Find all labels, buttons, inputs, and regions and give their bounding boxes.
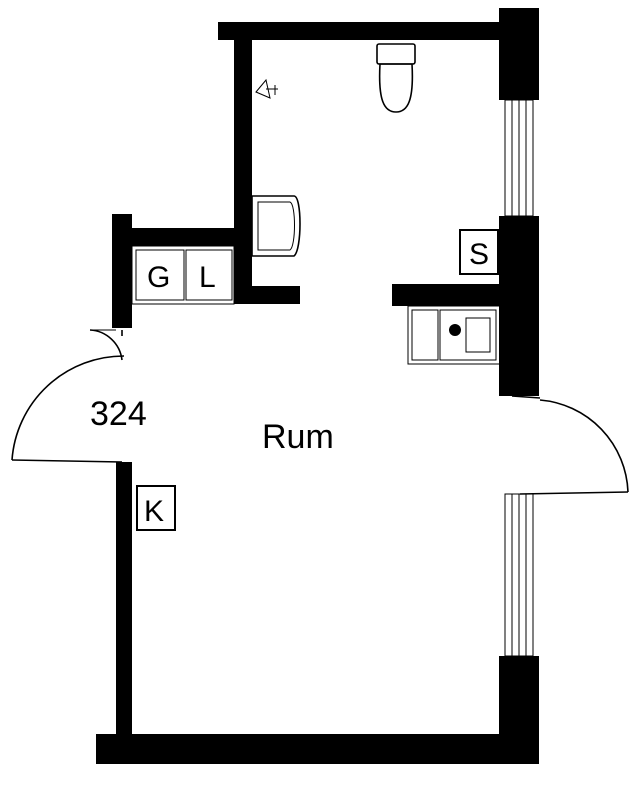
wall-closet-left bbox=[112, 214, 132, 328]
closet-l-label: L bbox=[199, 261, 216, 294]
room-name: Rum bbox=[262, 418, 334, 456]
s-cabinet: S bbox=[459, 229, 499, 275]
wall-bathroom-left bbox=[234, 22, 252, 304]
k-cabinet: K bbox=[136, 485, 176, 531]
sink-icon bbox=[407, 305, 501, 365]
wall-top bbox=[218, 22, 508, 40]
wall-bottom-right-corner bbox=[499, 656, 539, 764]
wall-bathroom-stub bbox=[234, 286, 300, 304]
toilet-icon bbox=[376, 43, 416, 113]
wall-bottom bbox=[96, 734, 506, 764]
window-lower bbox=[504, 493, 534, 657]
walls bbox=[96, 8, 539, 764]
door-left bbox=[11, 329, 125, 463]
window-upper bbox=[504, 99, 534, 217]
wall-kitchenette bbox=[392, 284, 507, 306]
wall-closet-top bbox=[112, 228, 242, 246]
s-label: S bbox=[469, 238, 489, 271]
wall-top-right-corner bbox=[499, 8, 539, 100]
shower-icon bbox=[255, 78, 278, 99]
closet-g-label: G bbox=[147, 261, 170, 294]
wall-left-lower bbox=[116, 462, 132, 752]
washbasin-icon bbox=[251, 195, 301, 257]
closet-g-l: G L bbox=[131, 245, 235, 305]
door-right bbox=[511, 395, 629, 495]
room-number: 324 bbox=[90, 395, 147, 433]
k-label: K bbox=[144, 495, 164, 528]
